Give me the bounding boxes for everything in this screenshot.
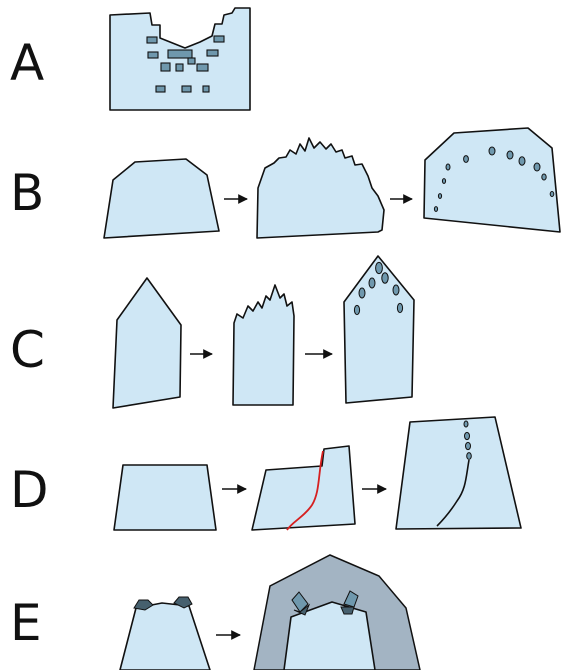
row-label-e: E bbox=[10, 594, 42, 652]
inclusion-d-2 bbox=[464, 431, 470, 441]
fragment-b-1 bbox=[103, 158, 220, 239]
inclusion-b-6 bbox=[541, 173, 547, 181]
row-label-d: D bbox=[10, 461, 49, 519]
inclusion-a-9 bbox=[196, 63, 209, 72]
inclusion-a-7 bbox=[175, 63, 184, 72]
row-d-group bbox=[113, 416, 522, 531]
row-e-group bbox=[119, 554, 421, 670]
inclusion-b-3 bbox=[506, 150, 514, 160]
inclusion-d-3 bbox=[465, 441, 471, 451]
crystal-nub-e2-left bbox=[291, 591, 309, 613]
inclusion-a-1 bbox=[146, 36, 158, 44]
fragment-d-2-fractured bbox=[251, 445, 356, 531]
inclusion-a-12 bbox=[202, 85, 210, 93]
inclusion-b-8 bbox=[445, 163, 451, 171]
inclusion-c-6 bbox=[353, 304, 361, 316]
inclusion-c-2 bbox=[375, 261, 383, 275]
fragment-d-1 bbox=[113, 464, 217, 531]
crystal-nub-e2-right-base bbox=[340, 606, 355, 615]
inclusion-c-5 bbox=[392, 284, 400, 296]
inclusion-c-7 bbox=[396, 302, 404, 314]
row-a-group bbox=[109, 7, 251, 111]
inclusion-b-2 bbox=[488, 146, 496, 156]
fragment-d-3-healed bbox=[395, 416, 522, 530]
row-c-group bbox=[112, 255, 415, 409]
inclusion-d-4 bbox=[466, 452, 472, 460]
healed-fracture-d bbox=[436, 459, 470, 527]
fragment-e-1 bbox=[119, 602, 211, 670]
inclusion-a-2 bbox=[167, 49, 193, 59]
inclusion-b-1 bbox=[463, 155, 469, 163]
inclusion-b-9 bbox=[441, 178, 447, 184]
row-label-a: A bbox=[10, 34, 45, 92]
inclusion-a-6 bbox=[160, 62, 171, 72]
inclusion-b-10 bbox=[437, 193, 443, 199]
inclusion-a-3 bbox=[147, 51, 159, 59]
inclusion-b-4 bbox=[518, 156, 526, 166]
crystal-nub-e2-right bbox=[343, 590, 359, 608]
inclusion-c-3 bbox=[381, 272, 389, 284]
inclusion-b-11 bbox=[433, 206, 439, 212]
row-b-group bbox=[103, 127, 561, 239]
row-label-b: B bbox=[10, 164, 45, 222]
fragment-c-2-corroded bbox=[232, 284, 295, 406]
crystal-nub-e1-right bbox=[173, 596, 193, 609]
fracture-line-d bbox=[286, 450, 324, 531]
fragment-c-1 bbox=[112, 277, 182, 409]
inclusion-a-5 bbox=[206, 49, 219, 57]
row-label-c: C bbox=[10, 321, 45, 379]
fragment-b-2-corroded bbox=[256, 137, 385, 239]
inclusion-a-8 bbox=[187, 57, 196, 65]
inclusion-c-4 bbox=[358, 287, 366, 299]
inclusion-b-7 bbox=[549, 191, 555, 197]
inclusion-d-1 bbox=[463, 420, 469, 428]
crystal-nub-e2-left-base bbox=[293, 603, 311, 616]
inclusion-a-10 bbox=[155, 85, 166, 93]
fragment-c-3-regrown bbox=[343, 255, 415, 404]
fragment-a-pitted bbox=[109, 7, 251, 111]
fragment-b-3-regrown bbox=[423, 127, 561, 233]
inclusion-b-5 bbox=[533, 162, 541, 172]
crystal-nub-e1-left bbox=[133, 599, 154, 611]
inclusion-c-1 bbox=[368, 277, 376, 289]
inclusion-a-11 bbox=[181, 85, 192, 93]
inclusion-a-4 bbox=[213, 35, 225, 43]
